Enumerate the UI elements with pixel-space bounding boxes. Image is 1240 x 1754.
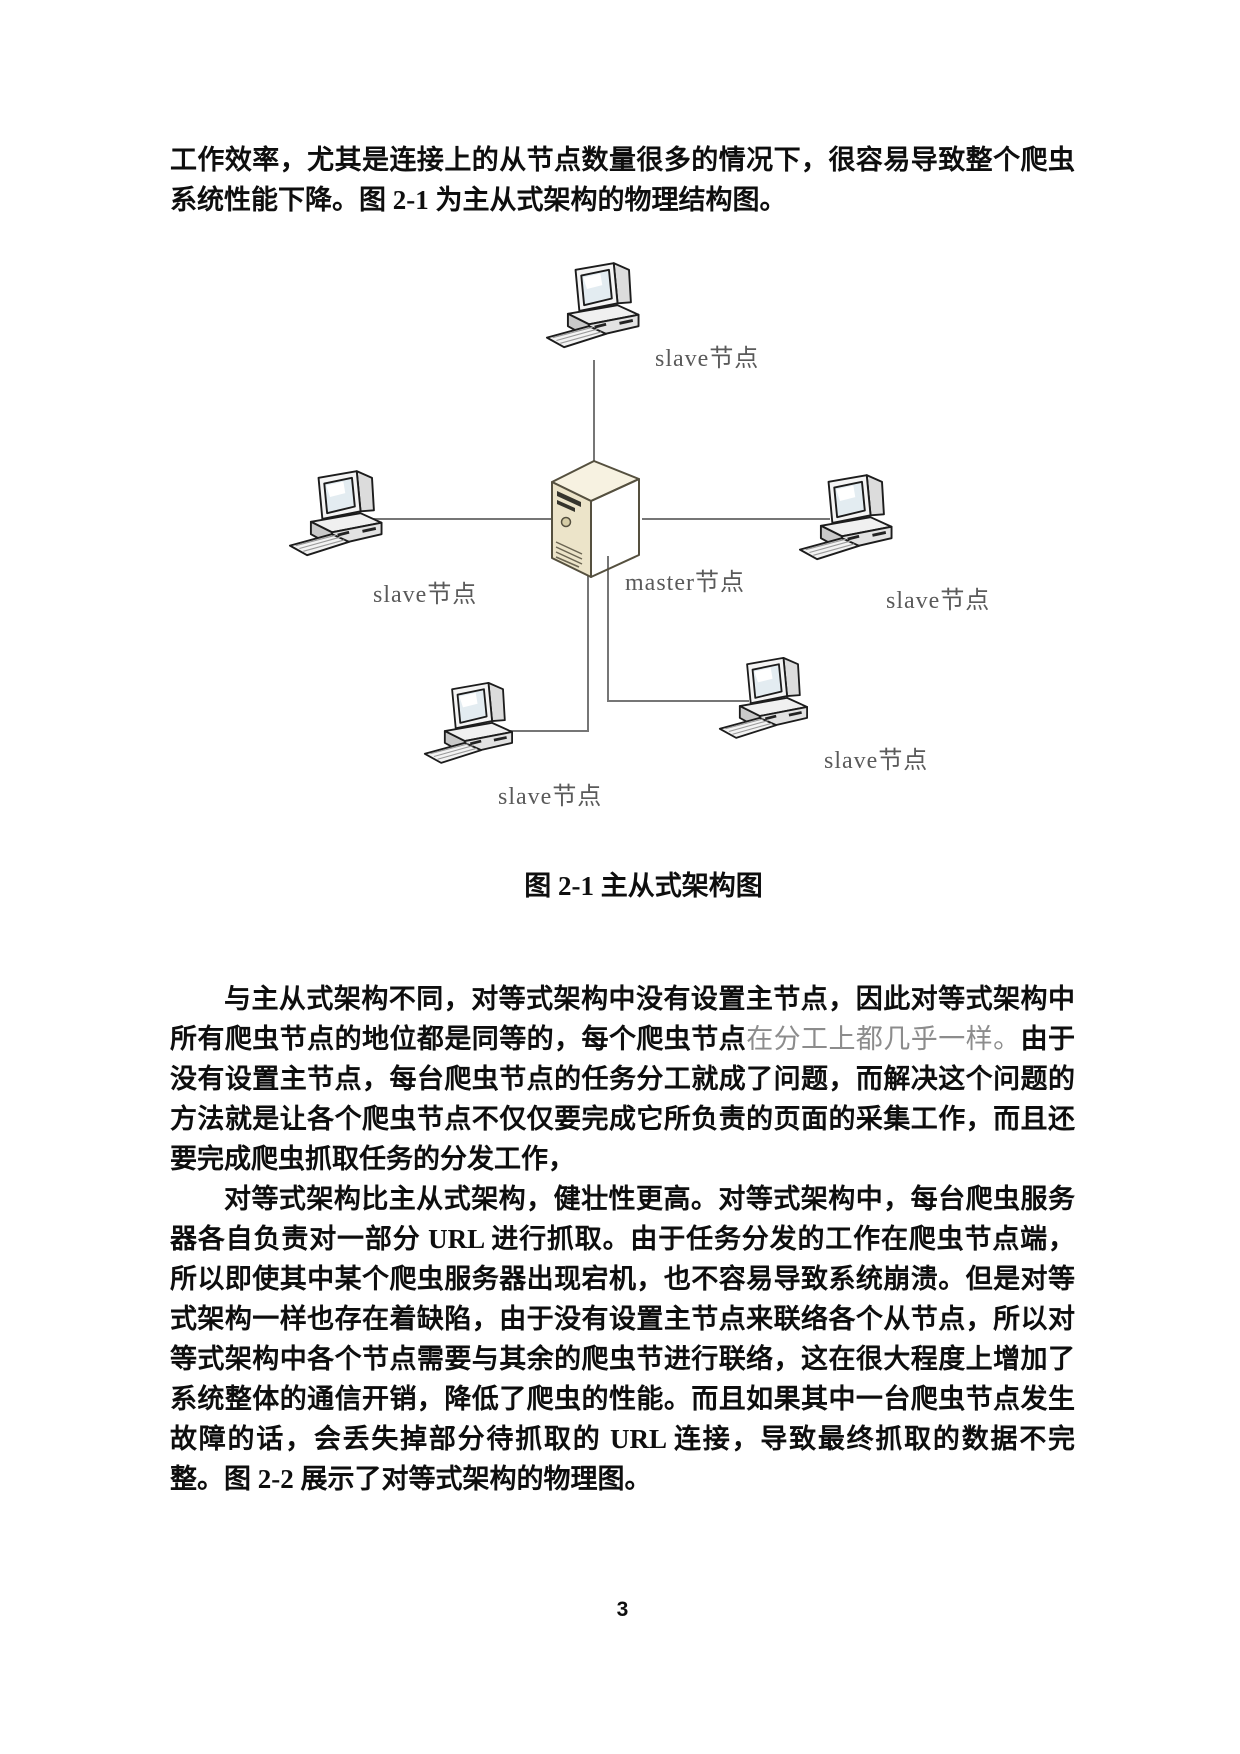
computer-icon-slave-left xyxy=(288,466,393,568)
body-paragraph-top: 工作效率，尤其是连接上的从节点数量很多的情况下，很容易导致整个爬虫系统性能下降。… xyxy=(170,140,1075,220)
paragraph-text: 工作效率，尤其是连接上的从节点数量很多的情况下，很容易导致整个爬虫系统性能下降。… xyxy=(170,145,1075,215)
connection-line-bottomright-vertical xyxy=(607,556,609,702)
body-paragraph-2: 对等式架构比主从式架构，健壮性更高。对等式架构中，每台爬虫服务器各自负责对一部分… xyxy=(170,1184,1075,1494)
computer-icon-slave-bottom-right xyxy=(718,653,818,750)
connection-line-bottomleft-vertical xyxy=(587,574,589,732)
node-label-slave-top: slave节点 xyxy=(655,346,760,372)
node-label-slave-bottom-left: slave节点 xyxy=(498,784,603,810)
computer-icon-slave-bottom-left xyxy=(423,678,523,775)
body-paragraphs: 与主从式架构不同，对等式架构中没有设置主节点，因此对等式架构中所有爬虫节点的地位… xyxy=(170,979,1075,1499)
computer-icon-slave-top xyxy=(545,258,650,360)
connection-line-bottomleft-horizontal xyxy=(481,730,589,732)
figure-caption: 图 2-1 主从式架构图 xyxy=(524,871,763,901)
computer-icon-slave-right xyxy=(798,470,903,572)
node-label-slave-bottom-right: slave节点 xyxy=(824,748,929,774)
connection-line-right-horizontal xyxy=(642,518,830,520)
page-number: 3 xyxy=(616,1598,629,1621)
node-label-slave-left: slave节点 xyxy=(373,582,478,608)
connection-line-left-horizontal xyxy=(360,518,552,520)
paragraph-1-text-gray: 在分工上都几乎一样。 xyxy=(746,1024,1021,1054)
paragraph-1-text-b: 由于没有设置主节点，每台爬虫节点的任务分工就成了问题，而解决这个问题的方法就是让… xyxy=(170,1024,1075,1174)
node-label-slave-right: slave节点 xyxy=(886,588,991,614)
body-paragraph-1: 与主从式架构不同，对等式架构中没有设置主节点，因此对等式架构中所有爬虫节点的地位… xyxy=(170,979,1075,1179)
connection-line-bottomright-horizontal xyxy=(607,700,749,702)
node-label-master: master节点 xyxy=(625,570,745,596)
connection-line-top-vertical xyxy=(593,360,595,462)
paragraph-1-text-a: 与主从式架构不同，对等式架构中没有设置主节点，因此对等式架构中所有爬虫节点的地位… xyxy=(170,984,1075,1054)
